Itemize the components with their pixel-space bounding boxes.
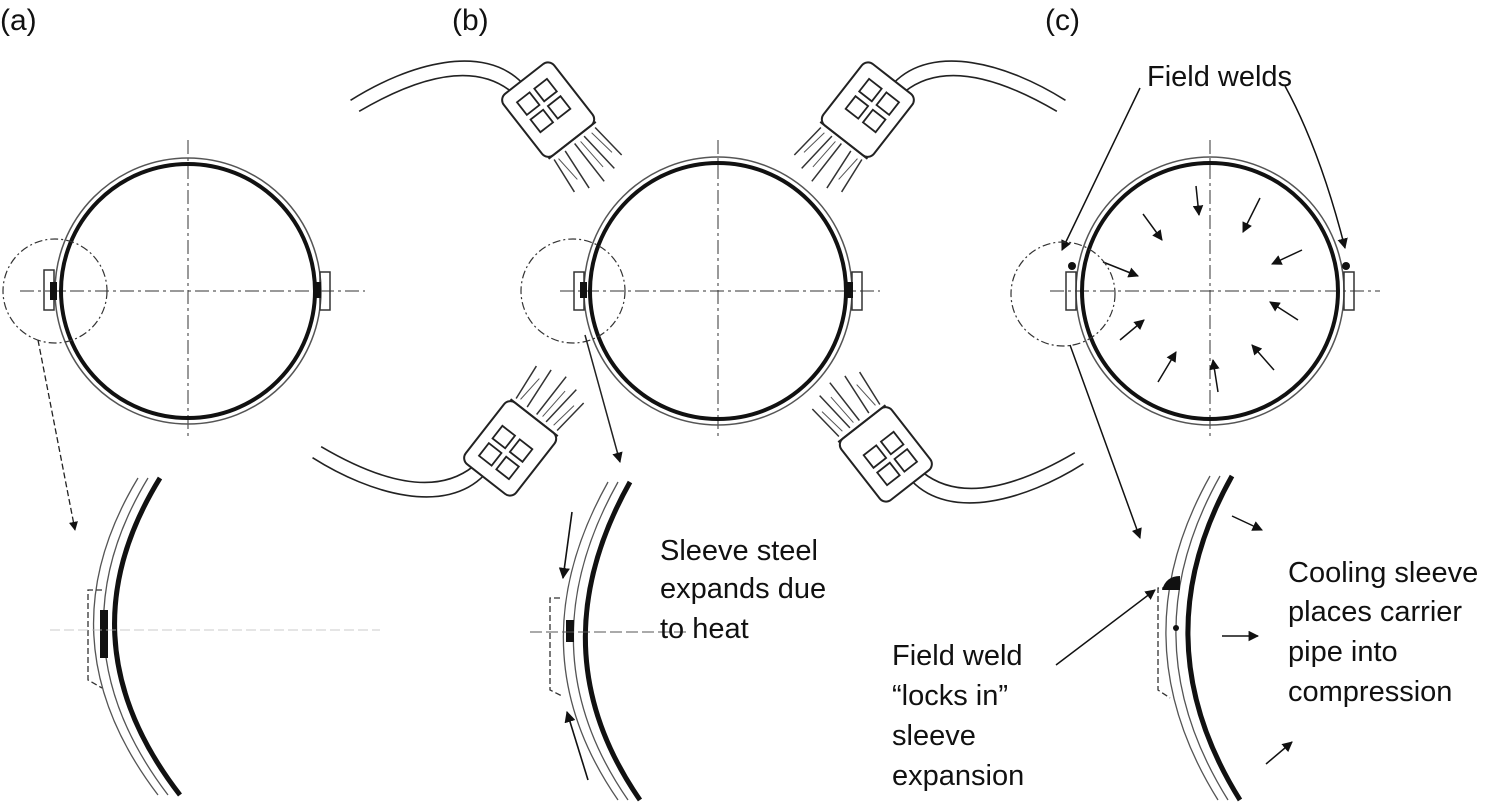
lock-in-note: Field weld “locks in” sleeve expansion: [892, 640, 1031, 792]
detail-arrow: [584, 334, 623, 464]
heating-torch-icon: [349, 0, 631, 275]
note-line: places carrier: [1288, 596, 1462, 628]
compression-arrow-icon: [1102, 185, 1303, 393]
note-line: compression: [1288, 676, 1452, 708]
detail-circle: [2, 238, 108, 344]
panel-b-label: (b): [452, 4, 489, 37]
panel-b: (b) Sleeve steel ex: [311, 0, 1085, 802]
detail-circle: [520, 238, 626, 344]
heating-torch-icon: [311, 283, 593, 571]
detail-arrow: [1069, 344, 1142, 539]
heating-torch-icon: [803, 289, 1085, 577]
sleeve-expands-note: Sleeve steel expands due to heat: [660, 535, 834, 645]
field-welds-label: Field welds: [1147, 61, 1292, 93]
field-weld-pointer: [1061, 87, 1141, 251]
note-line: Cooling sleeve: [1288, 557, 1478, 589]
pipe-cross-section-icon: [20, 140, 365, 440]
sleeve-detail-icon: [530, 480, 690, 802]
note-line: Field weld: [892, 640, 1023, 672]
field-weld-pointer: [1284, 85, 1348, 250]
note-line: Sleeve steel: [660, 535, 818, 567]
note-line: “locks in”: [892, 680, 1008, 712]
detail-circle: [1010, 241, 1116, 347]
note-line: expansion: [892, 760, 1024, 792]
panel-a-label: (a): [0, 4, 37, 37]
note-line: expands due: [660, 573, 826, 605]
note-line: sleeve: [892, 720, 976, 752]
cooling-note: Cooling sleeve places carrier pipe into …: [1288, 557, 1486, 708]
lock-in-pointer: [1055, 589, 1156, 666]
heating-torch-icon: [785, 0, 1067, 275]
panel-c-label: (c): [1045, 4, 1080, 37]
sleeve-detail-icon: [1157, 474, 1243, 802]
note-line: pipe into: [1288, 636, 1398, 668]
note-line: to heat: [660, 613, 749, 645]
pipe-cross-section-icon: [560, 140, 880, 440]
expansion-arrow: [564, 710, 589, 781]
pipe-cross-section-icon: [1050, 140, 1380, 440]
panel-a: (a): [0, 4, 380, 797]
detail-arrow: [37, 339, 78, 531]
compression-arrow-icon: [1222, 515, 1293, 765]
expansion-arrow: [558, 511, 573, 580]
panel-c: (c) Field welds: [892, 4, 1486, 802]
sleeve-detail-icon: [50, 476, 380, 797]
